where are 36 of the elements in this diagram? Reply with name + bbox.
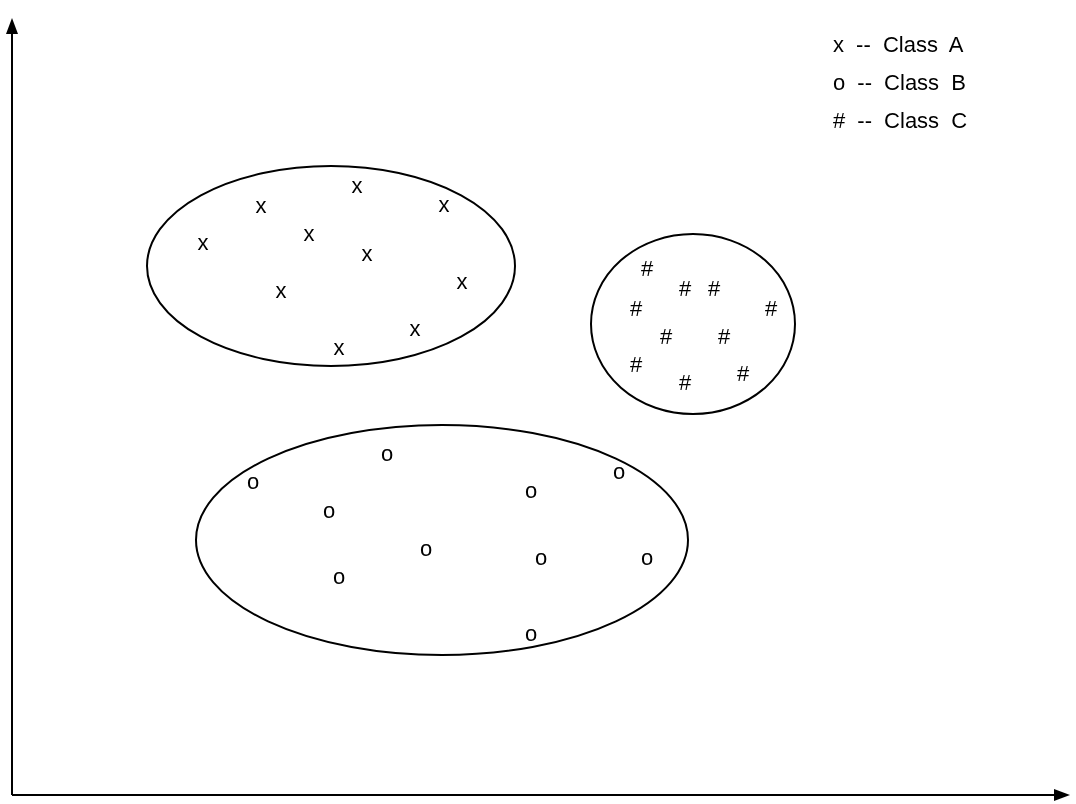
data-point-mark: o [246, 470, 260, 493]
data-point-mark: # [629, 297, 643, 320]
data-point-mark: x [351, 174, 363, 197]
data-point-mark: # [629, 353, 643, 376]
data-point-mark: o [380, 442, 394, 465]
data-point-mark: x [255, 194, 267, 217]
data-point-mark: # [764, 297, 778, 320]
legend-entry: # -- Class C [833, 108, 968, 134]
data-point-mark: o [534, 546, 548, 569]
data-point-mark: x [456, 270, 468, 293]
data-point-mark: # [717, 325, 731, 348]
data-point-mark: x [303, 222, 315, 245]
data-point-mark: x [197, 231, 209, 254]
data-point-mark: # [736, 362, 750, 385]
data-point-mark: x [361, 242, 373, 265]
data-point-mark: x [333, 336, 345, 359]
data-point-mark: o [419, 537, 433, 560]
cluster-ellipse [590, 233, 796, 415]
legend-entry: o -- Class B [833, 70, 966, 96]
legend-entry: x -- Class A [833, 32, 964, 58]
data-point-mark: # [678, 277, 692, 300]
data-point-mark: x [275, 279, 287, 302]
data-point-mark: # [640, 257, 654, 280]
data-point-mark: x [438, 193, 450, 216]
data-point-mark: x [409, 317, 421, 340]
cluster-ellipse [146, 165, 516, 367]
data-point-mark: o [612, 460, 626, 483]
data-point-mark: # [707, 277, 721, 300]
data-point-mark: # [678, 371, 692, 394]
data-point-mark: o [322, 499, 336, 522]
data-point-mark: # [659, 325, 673, 348]
data-point-mark: o [332, 565, 346, 588]
cluster-ellipse [195, 424, 689, 656]
data-point-mark: o [640, 546, 654, 569]
data-point-mark: o [524, 479, 538, 502]
data-point-mark: o [524, 622, 538, 645]
